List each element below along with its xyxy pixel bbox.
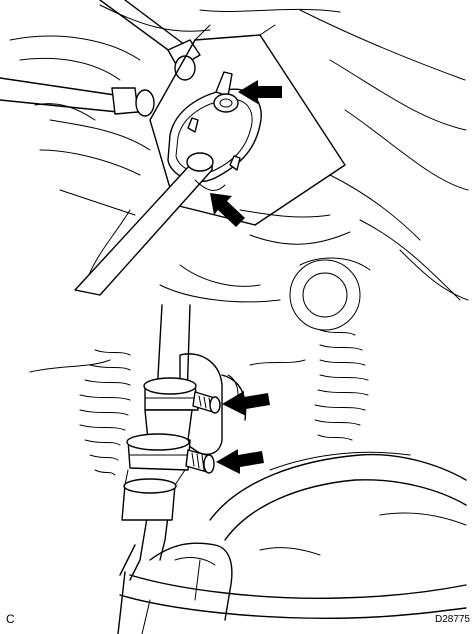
lower-body [117,451,467,634]
arrow-lower-bolt [216,449,264,474]
stud-right [229,155,241,171]
arrow-upper [238,80,282,104]
clamp-lower [126,433,191,471]
upper-hose [0,0,201,117]
pipe-sleeve [121,469,186,521]
body-outline [9,4,469,331]
top-view [0,0,469,331]
stud-left [187,117,199,133]
bolt-lower-clamp [185,449,215,474]
bolt-upper [213,71,239,113]
bolt-upper-clamp [192,391,221,414]
bottom-view [29,304,467,634]
arrow-upper-bolt [222,391,270,416]
arrow-lower [210,193,245,227]
figure-code: D28775 [434,614,470,625]
clamp-upper [143,377,199,411]
pipe [74,152,226,296]
surface-shading [29,329,369,476]
figure-corner-label: C [6,612,15,626]
